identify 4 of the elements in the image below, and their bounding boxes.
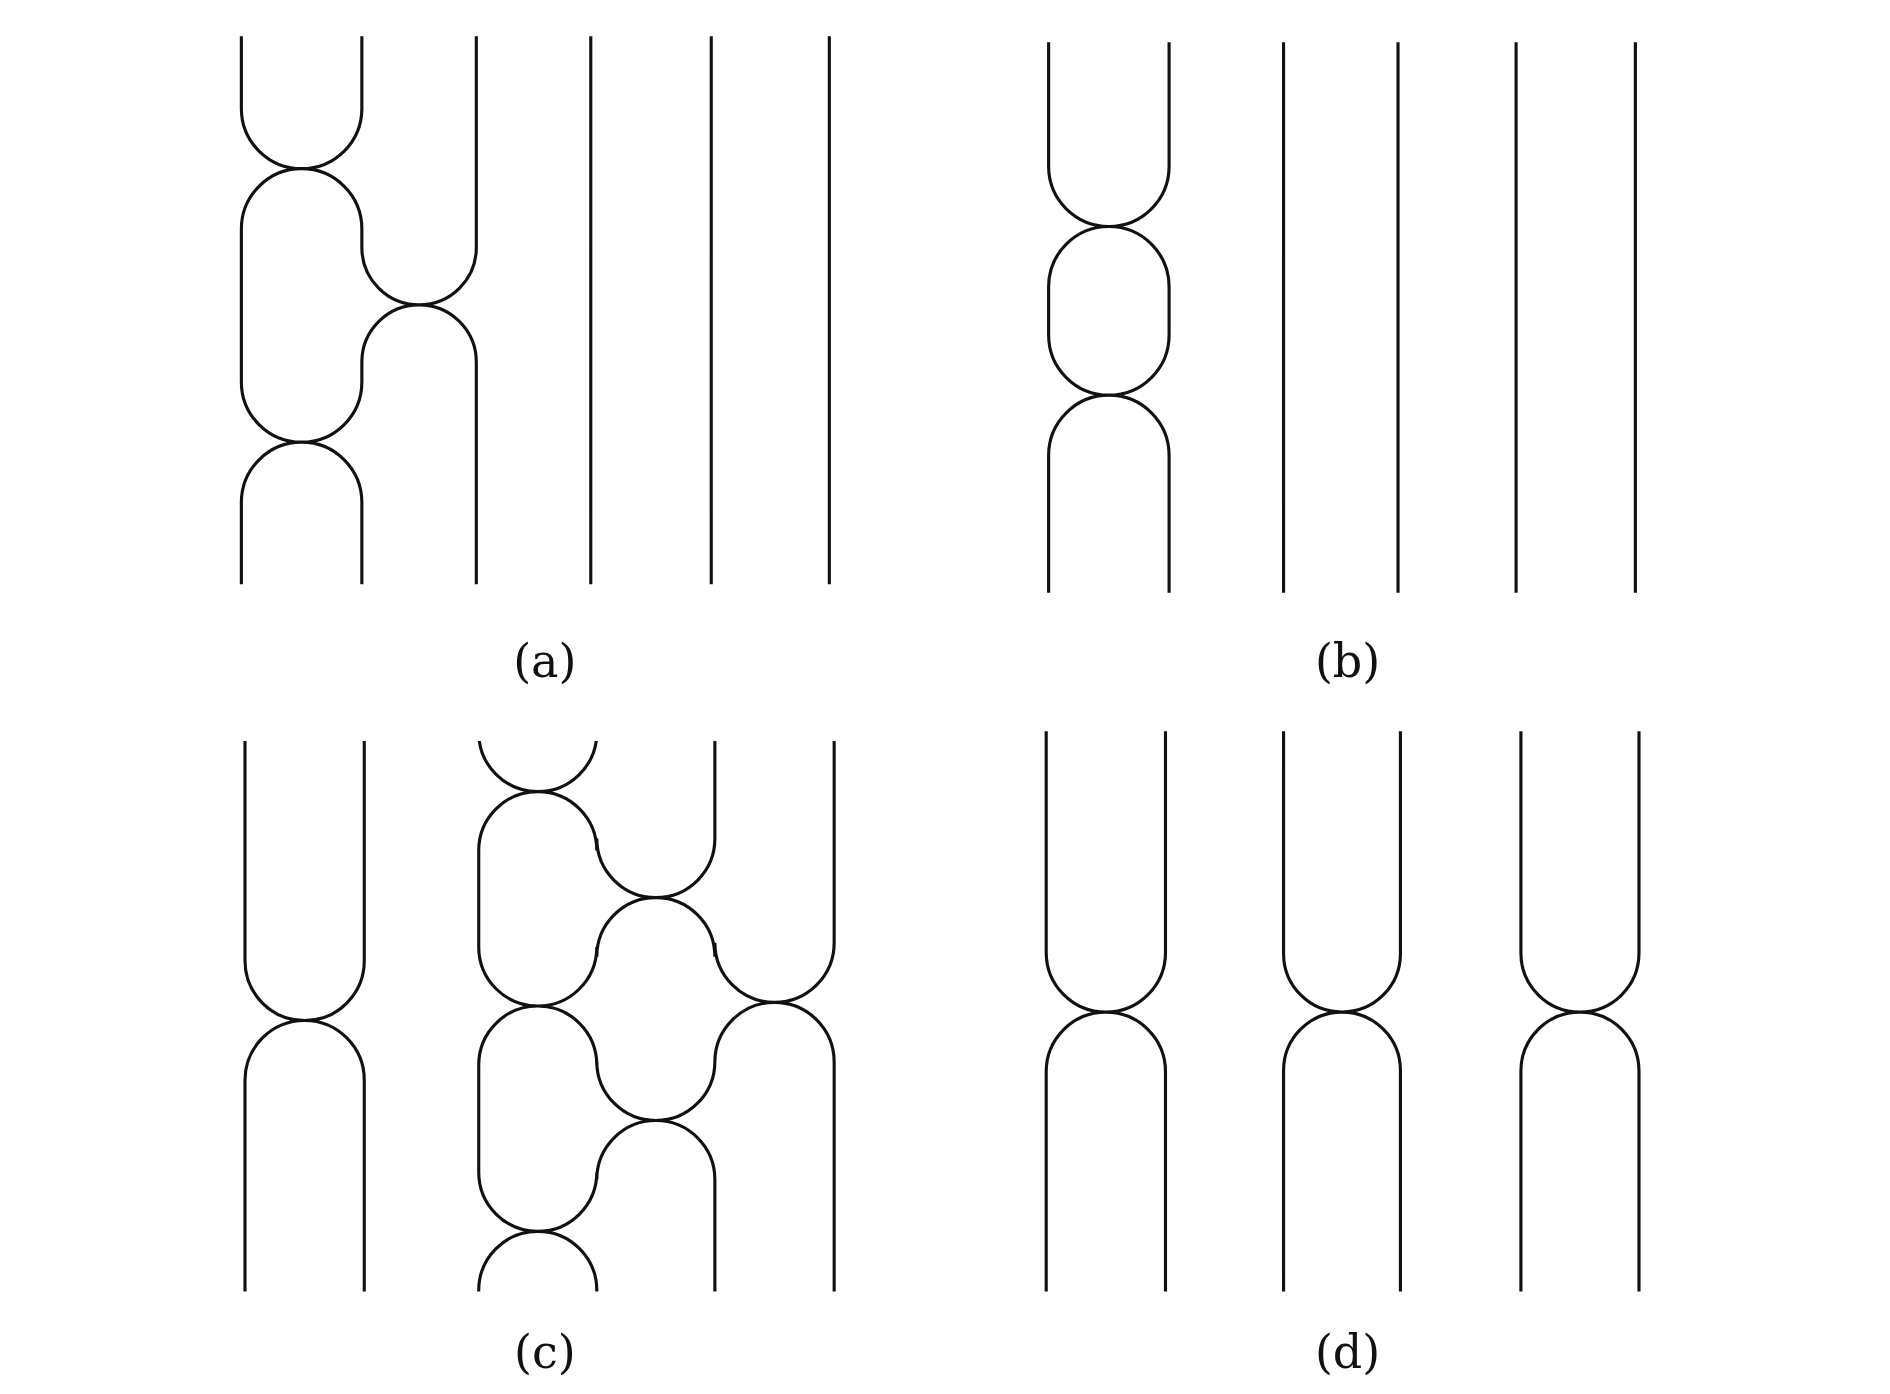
panel-label: (a)	[513, 633, 577, 688]
panel-label: (d)	[1314, 1325, 1381, 1380]
panel-label: (c)	[514, 1325, 576, 1380]
panel-label: (b)	[1314, 633, 1381, 688]
